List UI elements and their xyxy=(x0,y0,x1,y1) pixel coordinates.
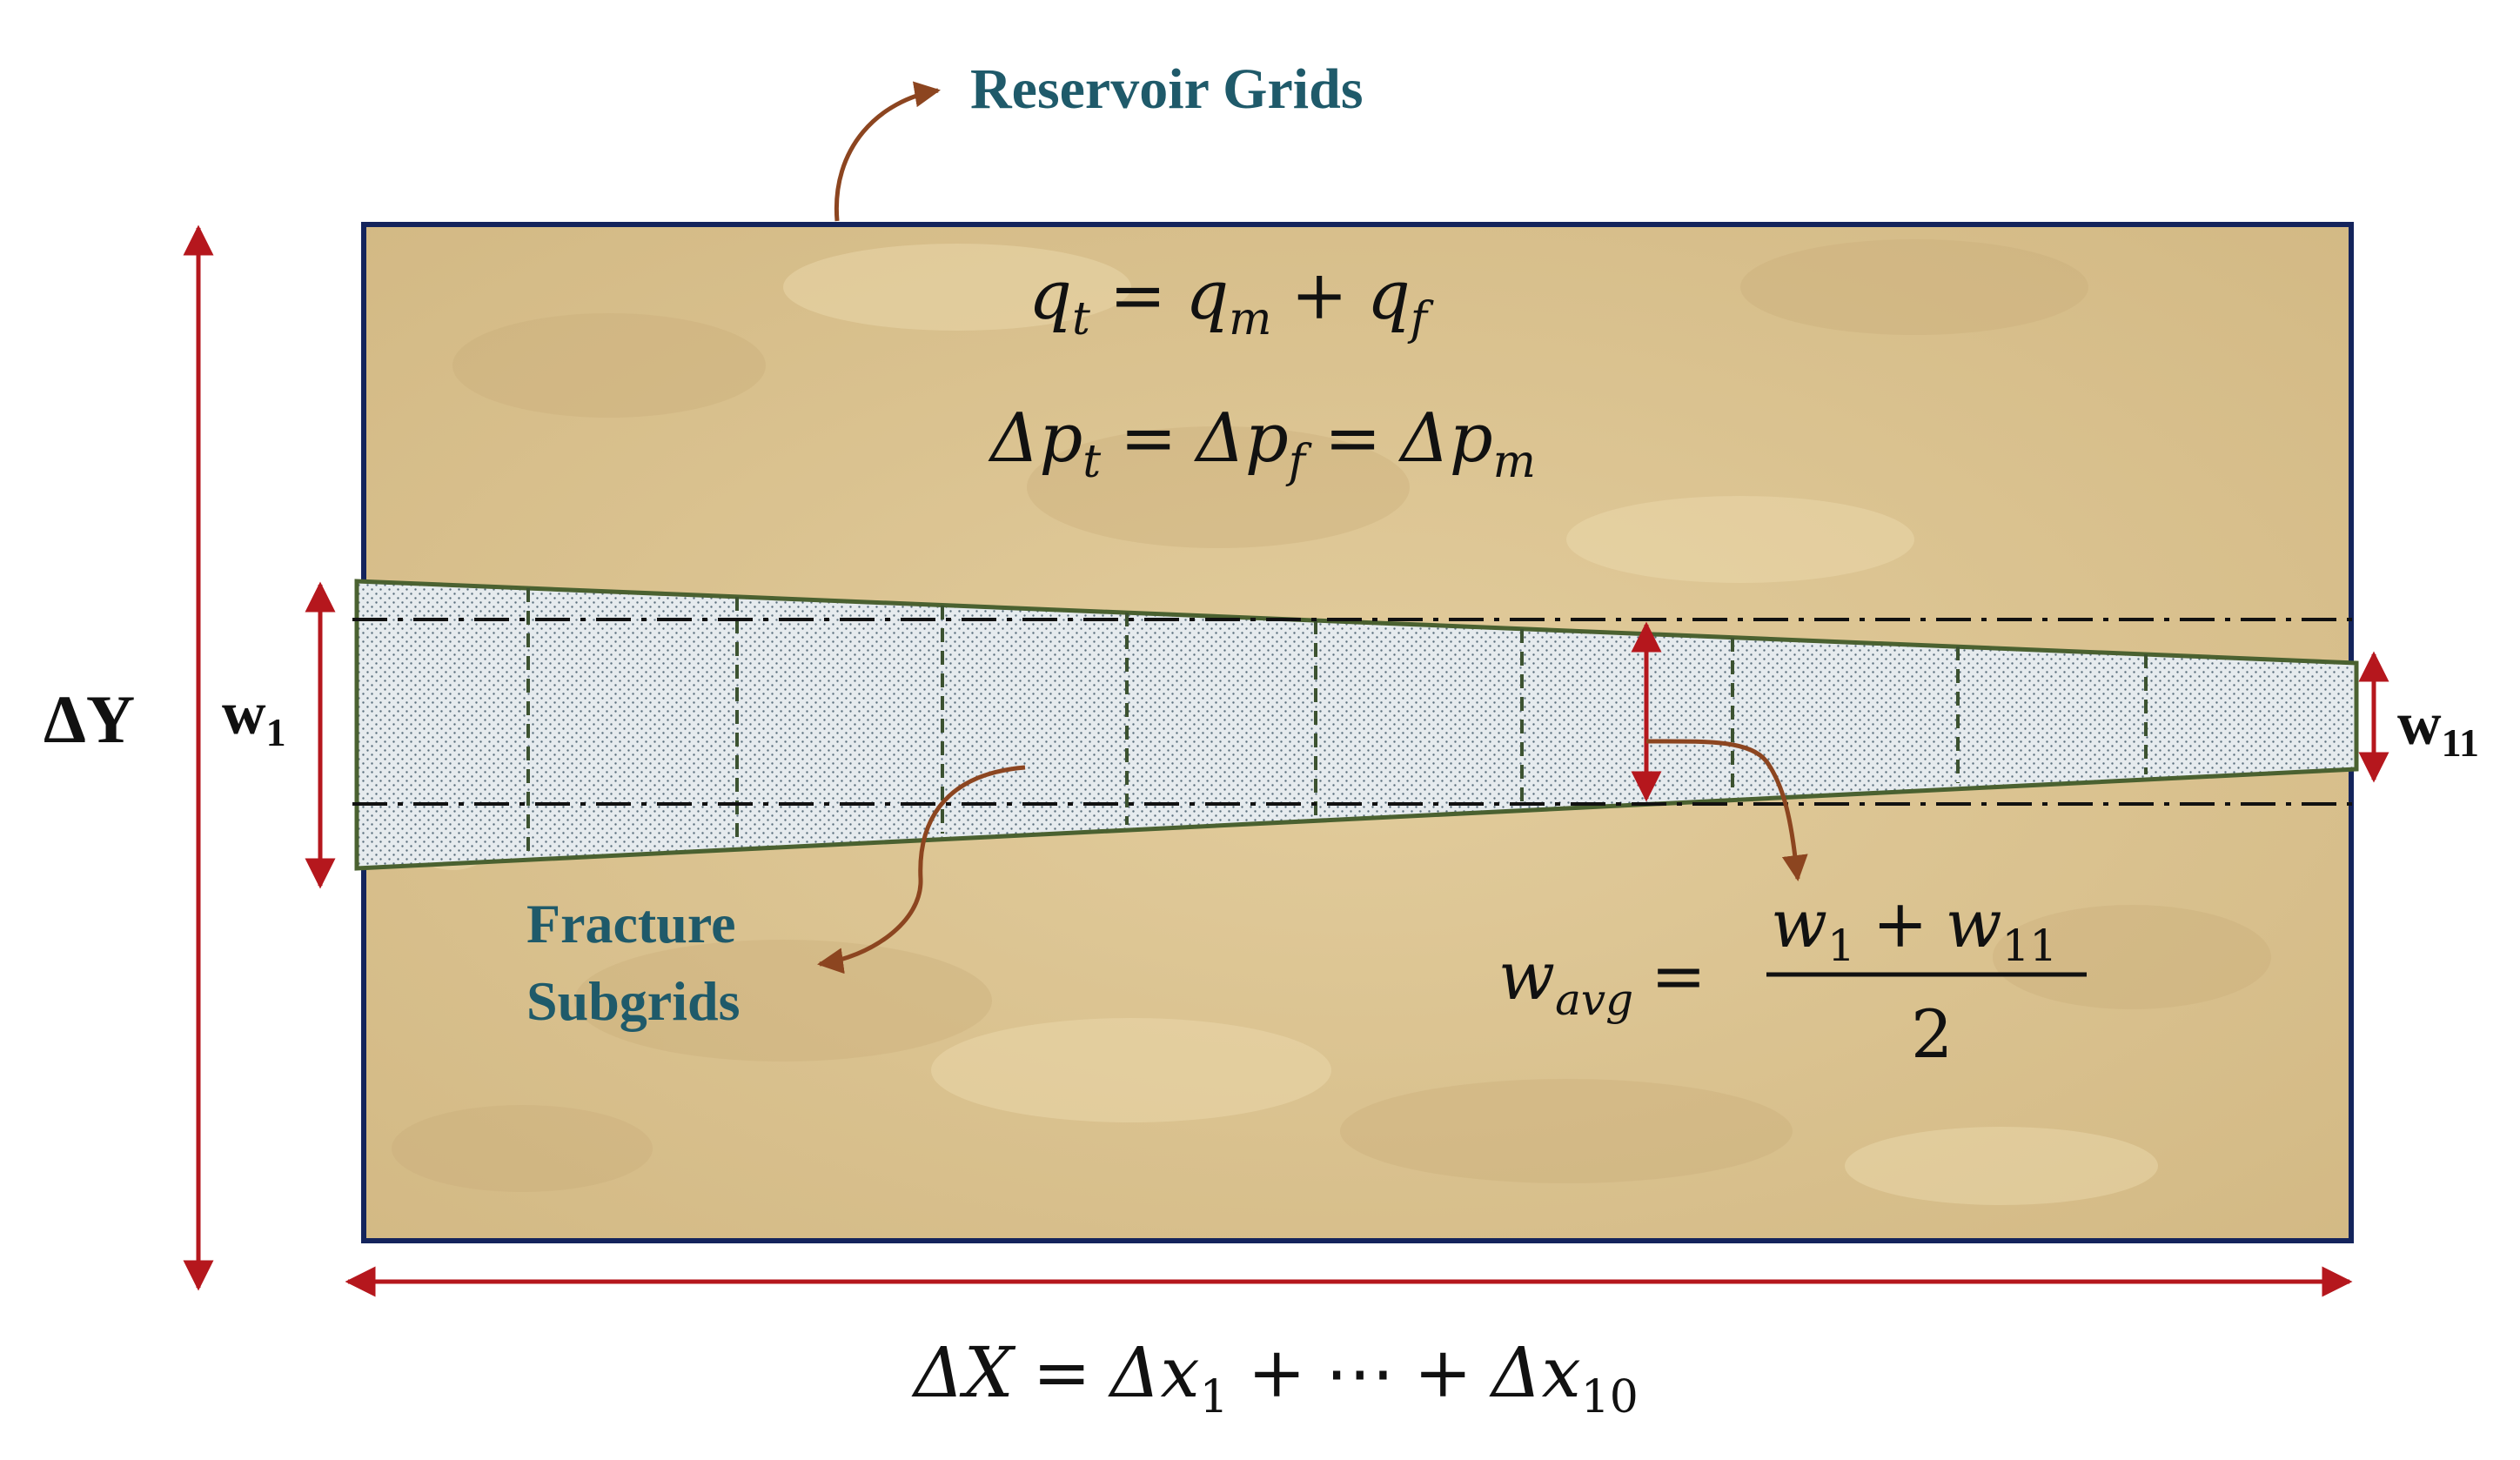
w11-label-sub: 11 xyxy=(2442,720,2479,765)
w1-label-sub: 1 xyxy=(266,710,286,754)
flow-rate-equation: qt=qm+qf xyxy=(1029,257,1434,345)
reservoir-grids-label: Reservoir Grids xyxy=(970,57,1364,121)
w1-label-base: w xyxy=(222,680,266,747)
wavg-lhs: wavg= xyxy=(1498,937,1706,1025)
w11-label: w11 xyxy=(2397,691,2479,765)
wavg-pointer-arrow xyxy=(1645,739,1808,881)
pressure-equation: Δpt=Δpf=Δpm xyxy=(988,399,1536,488)
pointer-arrows xyxy=(817,81,1808,974)
w1-label: w1 xyxy=(222,680,286,754)
fracture-subgrids-label-line2: Subgrids xyxy=(526,970,740,1032)
reservoir-grids-pointer-arrow xyxy=(834,81,941,222)
fracture-body xyxy=(354,579,2359,871)
delta-x-equation: ΔX=Δx1+⋯+Δx10 xyxy=(911,1332,1639,1423)
fracture-subgrids-pointer-arrow xyxy=(817,765,1026,974)
delta-y-label: ΔY xyxy=(44,681,135,757)
wavg-denominator: 2 xyxy=(1911,995,1953,1073)
average-width-lines xyxy=(352,618,2360,806)
fracture-subgrids-label-line1: Fracture xyxy=(526,893,735,954)
average-width-equation: wavg= w1+w11 2 xyxy=(1498,885,2087,1073)
dimension-arrows xyxy=(183,224,2389,1297)
sand-texture xyxy=(392,239,2271,1192)
w11-label-base: w xyxy=(2397,691,2442,758)
wavg-numerator: w1+w11 xyxy=(1771,885,2057,971)
